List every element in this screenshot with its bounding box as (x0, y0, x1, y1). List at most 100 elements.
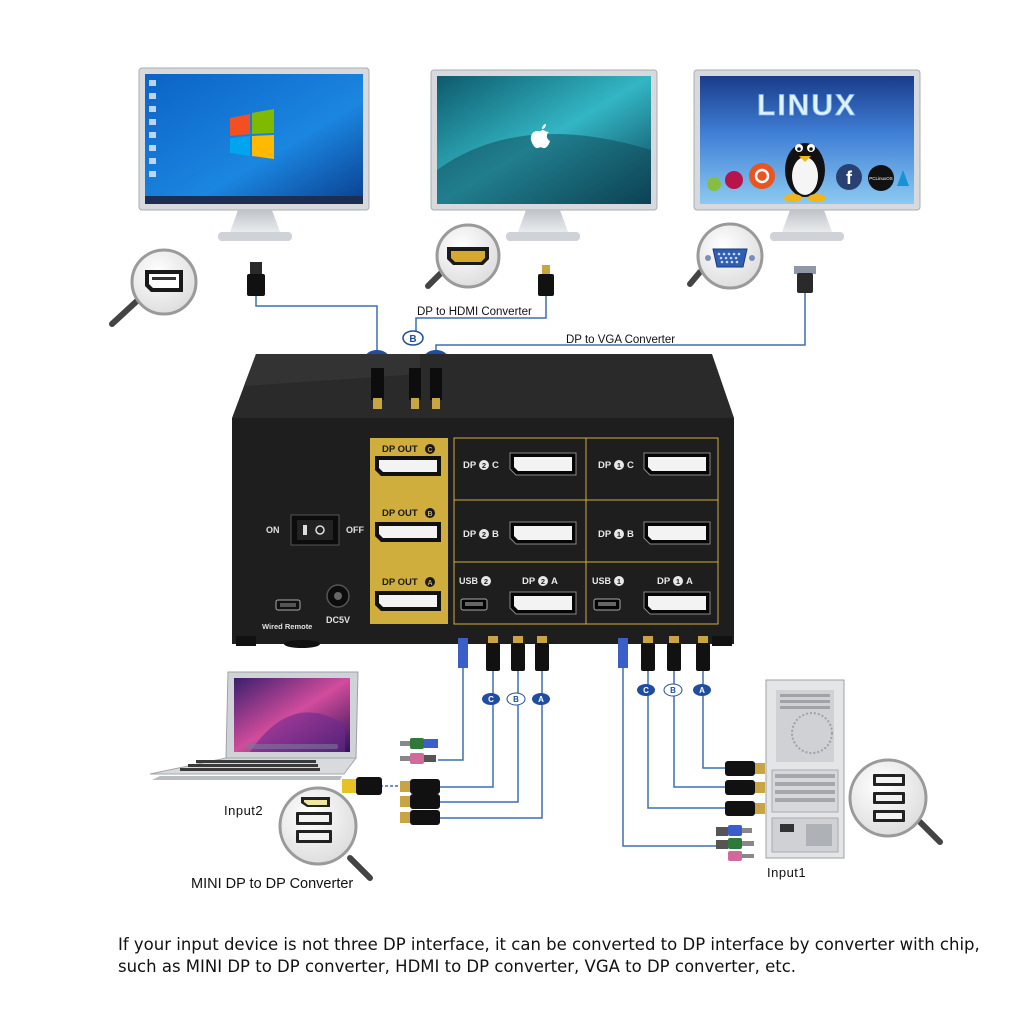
label-dp-to-vga: DP to VGA Converter (566, 334, 675, 346)
port-dp2-b: DP 2 B (463, 521, 577, 545)
kvm-switch: ON OFF DC5V Wired Remote DP OUT C D (232, 354, 734, 648)
vga-port-icon (705, 248, 755, 268)
windows-logo-icon (230, 109, 274, 159)
ubuntu-logo-icon (749, 163, 775, 189)
caption-line-1: If your input device is not three DP int… (118, 935, 980, 954)
svg-text:DP: DP (522, 576, 536, 587)
badge-bottom-left-b: B (506, 692, 526, 706)
svg-text:USB: USB (459, 576, 479, 586)
svg-text:A: A (699, 686, 705, 695)
svg-text:1: 1 (617, 461, 621, 470)
port-usb2: USB 2 (459, 576, 491, 611)
monitor-linux: LINUX f PCLinuxOS (693, 69, 921, 241)
pclinuxos-label: PCLinuxOS (869, 176, 893, 181)
top-cable-lines (255, 293, 806, 358)
pclinuxos-logo-icon (868, 165, 894, 191)
power-rocker-switch[interactable] (290, 514, 340, 546)
caption: If your input device is not three DP int… (118, 934, 980, 978)
usb-ports-icon (873, 774, 905, 822)
monitor-mac (430, 69, 658, 241)
badge-bottom-right-c: C (637, 684, 655, 696)
magnifier-usb-right (848, 758, 943, 845)
svg-text:USB: USB (592, 576, 612, 586)
magnifier-displayport (109, 248, 198, 327)
label-dp-to-hdmi: DP to HDMI Converter (417, 306, 532, 318)
magnifier-usb-left (278, 786, 373, 881)
dc-power-jack (326, 584, 350, 608)
dp-out-c: DP OUT C (375, 444, 441, 476)
svg-text:DP: DP (657, 576, 671, 587)
svg-text:A: A (427, 580, 432, 587)
port-dp1-c: DP 1 C (598, 452, 711, 476)
input-grid (453, 437, 719, 625)
input1-plugs (716, 761, 765, 861)
svg-text:2: 2 (482, 530, 486, 539)
mint-logo-icon (707, 177, 721, 191)
dp-out-a: DP OUT A (375, 577, 441, 611)
hdmi-plug-monitor-b (538, 265, 554, 296)
fedora-logo-icon (836, 164, 862, 190)
svg-text:A: A (551, 576, 558, 587)
label-mini-dp-to-dp: MINI DP to DP Converter (191, 876, 353, 892)
label-input2: Input2 (224, 803, 263, 818)
apple-logo-icon (530, 124, 550, 149)
svg-text:C: C (492, 460, 499, 471)
debian-logo-icon (725, 171, 743, 189)
svg-text:1: 1 (617, 530, 621, 539)
desktop-tower (765, 679, 845, 859)
bottom-cable-lines (438, 668, 725, 847)
svg-text:2: 2 (484, 577, 488, 586)
svg-text:DP OUT: DP OUT (382, 508, 418, 519)
magnifier-hdmi (425, 223, 501, 289)
plug-top-b (409, 368, 421, 409)
plug-top-a (371, 368, 384, 409)
svg-text:DP OUT: DP OUT (382, 577, 418, 588)
svg-text:B: B (513, 695, 519, 704)
badge-bottom-left-a: A (532, 693, 550, 705)
svg-text:C: C (643, 686, 649, 695)
port-usb1: USB 1 (592, 576, 624, 611)
input2-plugs (400, 738, 440, 825)
linux-title: LINUX (757, 89, 857, 122)
badge-bottom-right-a: A (693, 684, 711, 696)
svg-text:2: 2 (541, 577, 545, 586)
label-input1: Input1 (767, 865, 806, 880)
port-dp2-a: DP 2 A (509, 576, 577, 615)
dp-plug-monitor-a (247, 262, 265, 296)
svg-text:DP: DP (598, 460, 612, 471)
port-dp2-c: DP 2 C (463, 452, 577, 476)
svg-text:DP OUT: DP OUT (382, 444, 418, 455)
svg-text:B: B (427, 511, 432, 518)
port-dp1-a: DP 1 A (643, 576, 711, 615)
svg-text:A: A (686, 576, 693, 587)
svg-text:A: A (538, 695, 544, 704)
desktop-icons (149, 80, 156, 177)
svg-text:DP: DP (463, 529, 477, 540)
badge-bottom-right-b: B (663, 683, 683, 697)
badge-top-b: B (402, 330, 424, 346)
svg-text:C: C (627, 460, 634, 471)
mini-displayport-icon (301, 797, 330, 807)
svg-text:B: B (409, 334, 416, 345)
svg-text:B: B (627, 529, 634, 540)
wired-remote-port (275, 599, 301, 611)
svg-text:C: C (488, 695, 494, 704)
badge-bottom-left-c: C (482, 693, 500, 705)
switch-bottom-plugs (458, 636, 710, 671)
dp-out-b: DP OUT B (375, 508, 441, 542)
svg-text:f: f (846, 168, 853, 188)
label-off: OFF (346, 525, 364, 535)
label-dc5v: DC5V (326, 615, 350, 625)
laptop (149, 671, 359, 780)
port-dp1-b: DP 1 B (598, 521, 711, 545)
usb-port-icon (296, 812, 332, 843)
svg-text:1: 1 (617, 577, 621, 586)
svg-text:2: 2 (482, 461, 486, 470)
svg-text:B: B (492, 529, 499, 540)
svg-text:DP: DP (463, 460, 477, 471)
magnifier-vga (687, 222, 764, 290)
displayport-icon (145, 270, 183, 292)
vga-plug-monitor-c (794, 266, 816, 293)
tux-penguin-icon (784, 143, 826, 202)
